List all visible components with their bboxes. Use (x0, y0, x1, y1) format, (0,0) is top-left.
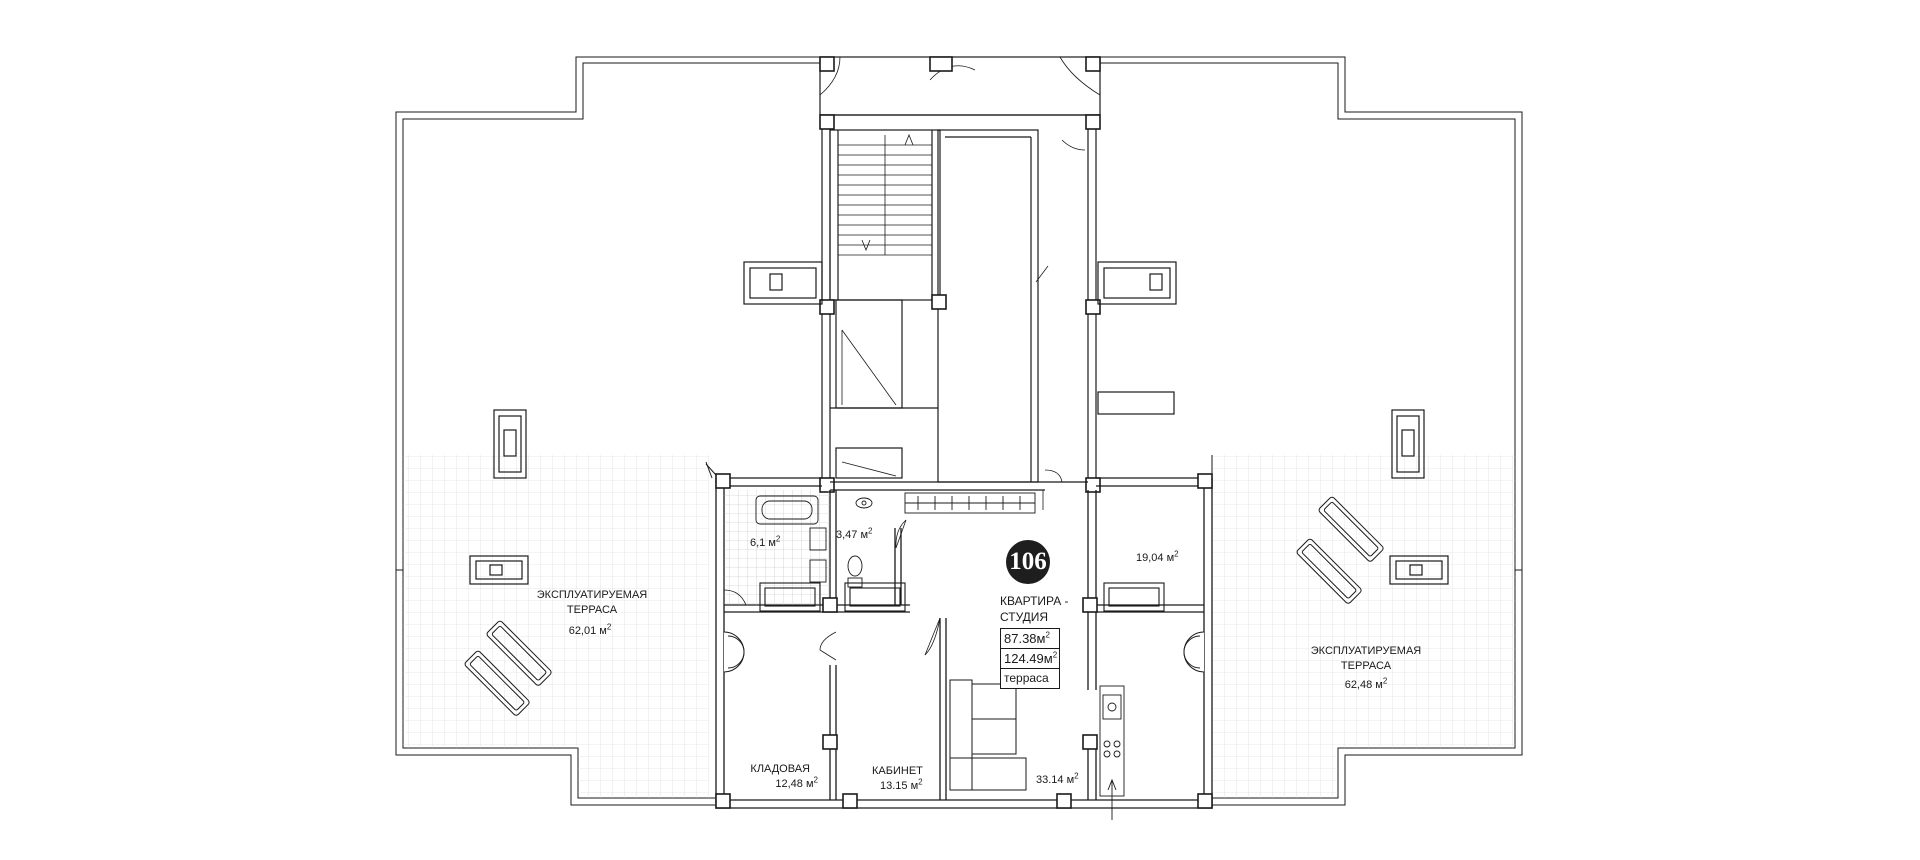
left-terrace-tiles-lower (578, 748, 709, 798)
wardrobe (904, 492, 1036, 514)
window-units (759, 582, 1165, 612)
bathroom-fixtures (755, 495, 873, 588)
sofa (949, 679, 1027, 791)
right-terrace-tiles-lower (1212, 748, 1338, 798)
left-terrace-area-label: 62,01 м2 (568, 622, 612, 637)
apartment-area: 87.38м2 (1004, 630, 1050, 646)
pantry-name-label: КЛАДОВАЯ (750, 763, 810, 775)
apartment-terrace-word: терраса (1001, 668, 1059, 688)
apartment-type-line1: КВАРТИРА - (1000, 594, 1069, 608)
door-swings (723, 469, 1063, 661)
core-columns (819, 56, 1101, 493)
left-loungers (464, 620, 552, 716)
apartment-type-line2: СТУДИЯ (1000, 610, 1049, 624)
kitchen (1099, 685, 1125, 820)
left-terrace-name-line2: ТЕРРАСА (566, 604, 618, 616)
apartment-number-badge: 106 (1006, 540, 1050, 584)
right-loungers (1296, 496, 1384, 604)
right-terrace-name-line2: ТЕРРАСА (1340, 660, 1392, 672)
apartment-terrace-area: 124.49м2 (1001, 648, 1059, 668)
wc-area-label: 3,47 м2 (836, 526, 873, 541)
round-columns (723, 631, 1205, 673)
pantry-area-label: 12,48 м2 (775, 775, 818, 790)
study-area-label: 13.15 м2 (880, 777, 923, 792)
right-terrace-name-line1: ЭКСПЛУАТИРУЕМАЯ (1310, 645, 1422, 657)
apartment-area-box: 87.38м2 124.49м2 терраса (1000, 628, 1060, 689)
apartment-columns (715, 473, 1213, 809)
study-name-label: КАБИНЕТ (872, 765, 923, 777)
right-terrace-area-label: 62,48 м2 (1344, 676, 1388, 691)
vent-shafts (469, 261, 1449, 585)
living-area-label: 33.14 м2 (1036, 771, 1079, 786)
left-terrace-name-line1: ЭКСПЛУАТИРУЕМАЯ (536, 589, 648, 601)
left-terrace-tiles (403, 455, 709, 748)
stair-treads (838, 133, 932, 256)
core-walls (819, 56, 1101, 483)
bedroom-area-label: 19,04 м2 (1136, 549, 1179, 564)
right-terrace-tiles (1212, 455, 1515, 748)
bathroom-area-label: 6,1 м2 (750, 534, 781, 549)
